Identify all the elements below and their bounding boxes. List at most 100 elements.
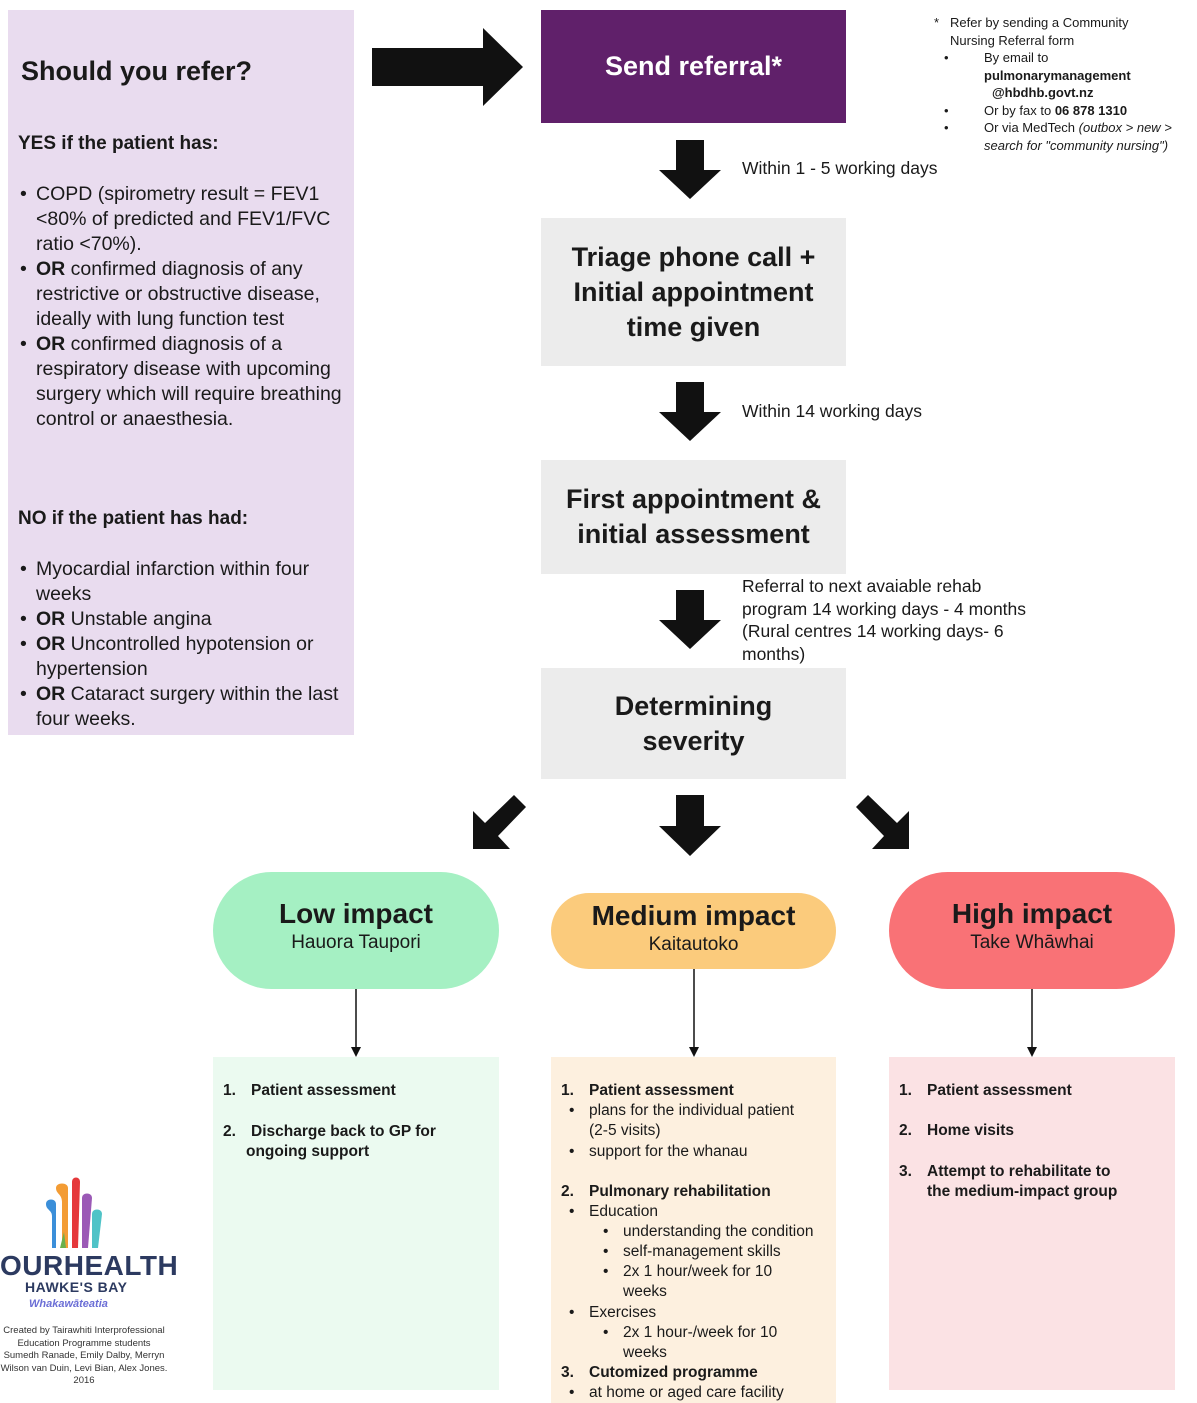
- footnote-medtech-item: Or via MedTech (outbox > new >: [930, 119, 1195, 137]
- yes-criterion: OR confirmed diagnosis of a respiratory …: [16, 332, 348, 432]
- triage-step: Triage phone call + Initial appointment …: [541, 218, 846, 366]
- medium-impact-title: Medium impact: [591, 900, 796, 931]
- yes-criterion: COPD (spirometry result = FEV1 <80% of p…: [16, 182, 348, 257]
- high-step-3: 3.: [899, 1163, 912, 1180]
- high-impact-subtitle: Take Whāwhai: [970, 932, 1094, 953]
- send-referral-step: Send referral*: [541, 10, 846, 123]
- high-step-3-label: the medium-impact group: [927, 1183, 1118, 1200]
- bullet-icon: •: [569, 1143, 575, 1160]
- down-right-arrow-icon: [856, 795, 909, 849]
- ourhealth-wordmark: OURHEALTH: [0, 1250, 179, 1281]
- medium-step-2: 2.: [561, 1183, 574, 1200]
- medium-step-2-detail: 2x 1 hour/week for 10: [623, 1263, 773, 1280]
- medium-step-1-detail: plans for the individual patient: [589, 1102, 795, 1119]
- low-impact-subtitle: Hauora Taupori: [291, 932, 421, 953]
- yes-criteria-heading: YES if the patient has:: [18, 133, 219, 154]
- footnote-email-domain: @hbdhb.govt.nz: [992, 85, 1094, 100]
- timing-note-line: (Rural centres 14 working days- 6: [742, 621, 1004, 641]
- medium-step-2-detail: understanding the condition: [623, 1223, 814, 1240]
- first-appointment-line: First appointment &: [566, 484, 821, 514]
- bullet-icon: •: [569, 1203, 575, 1220]
- medium-step-3-label: Cutomized programme: [589, 1364, 758, 1381]
- referral-footnote: * Refer by sending a Community Nursing R…: [930, 14, 1195, 154]
- logo-tagline: Whakawāteatia: [29, 1298, 108, 1310]
- high-impact-panel: 1. Patient assessment 2. Home visits 3. …: [889, 1057, 1175, 1390]
- medium-step-1-label: Patient assessment: [589, 1082, 734, 1099]
- no-criterion: Myocardial infarction within four weeks: [16, 557, 348, 607]
- footnote-fax-item: Or by fax to 06 878 1310: [930, 102, 1195, 120]
- timing-note-2: Within 14 working days: [742, 401, 922, 421]
- bullet-icon: •: [569, 1384, 575, 1401]
- no-criteria-heading: NO if the patient has had:: [18, 508, 249, 529]
- footnote-email-item: By email to: [930, 49, 1195, 67]
- high-step-1-label: Patient assessment: [927, 1082, 1072, 1099]
- timing-note-line: months): [742, 643, 806, 664]
- bullet-icon: •: [603, 1324, 609, 1341]
- first-appointment-step: First appointment & initial assessment: [541, 460, 846, 574]
- high-step-1: 1.: [899, 1082, 912, 1099]
- triage-line: Triage phone call +: [571, 241, 816, 272]
- medium-impact-panel: 1. Patient assessment • plans for the in…: [551, 1057, 836, 1403]
- right-arrow-icon: [372, 28, 523, 106]
- high-step-2-label: Home visits: [927, 1122, 1015, 1139]
- referral-question-heading: Should you refer?: [21, 56, 253, 86]
- connector-arrow-icon: [689, 969, 699, 1057]
- timing-note-3: Referral to next avaiable rehab program …: [742, 575, 1026, 665]
- medium-impact-subtitle: Kaitautoko: [648, 934, 739, 955]
- medium-step-2-detail: Exercises: [589, 1304, 657, 1321]
- down-arrow-icon: [659, 795, 721, 856]
- low-impact-panel: 1. Patient assessment 2. Discharge back …: [213, 1057, 499, 1390]
- bullet-icon: •: [569, 1102, 575, 1119]
- severity-line: severity: [642, 725, 745, 756]
- down-left-arrow-icon: [473, 795, 526, 849]
- high-impact-title: High impact: [951, 898, 1113, 929]
- low-step-2-label: Discharge back to GP for: [251, 1123, 436, 1140]
- medium-step-1: 1.: [561, 1082, 574, 1099]
- low-step-1-label: Patient assessment: [251, 1082, 396, 1099]
- medium-impact-pill: Medium impact Kaitautoko: [551, 893, 836, 969]
- bullet-icon: •: [603, 1243, 609, 1260]
- credit-text: Created by Tairawhiti Interprofessional …: [0, 1325, 168, 1386]
- down-arrow-icon: [659, 590, 721, 649]
- triage-line: Initial appointment: [573, 276, 814, 307]
- medium-step-1-detail: support for the whanau: [589, 1143, 748, 1160]
- medium-step-2-detail: weeks: [623, 1283, 667, 1300]
- down-arrow-icon: [659, 140, 721, 199]
- hawkes-bay-label: HAWKE'S BAY: [25, 1279, 128, 1295]
- high-step-3-label: Attempt to rehabilitate to: [927, 1163, 1111, 1180]
- no-criterion: OR Unstable angina: [16, 607, 348, 632]
- medium-step-2-label: Pulmonary rehabilitation: [589, 1183, 771, 1200]
- down-arrow-icon: [659, 382, 721, 441]
- footnote-text: Nursing Referral form: [950, 32, 1075, 48]
- bullet-icon: •: [603, 1223, 609, 1240]
- footnote-medtech-path: search for "community nursing"): [984, 137, 1169, 153]
- timing-note-line: Referral to next avaiable rehab: [742, 576, 982, 596]
- medium-step-2-detail: self-management skills: [623, 1243, 781, 1260]
- low-step-2-label: ongoing support: [246, 1143, 370, 1160]
- footnote-text: Refer by sending a Community: [950, 15, 1129, 30]
- medium-step-2-detail: weeks: [623, 1344, 667, 1361]
- low-impact-title: Low impact: [278, 898, 433, 929]
- no-criterion: OR Uncontrolled hypotension or hypertens…: [16, 632, 348, 682]
- yes-criteria-list: COPD (spirometry result = FEV1 <80% of p…: [16, 182, 348, 432]
- bullet-icon: •: [603, 1263, 609, 1280]
- high-step-2: 2.: [899, 1122, 912, 1139]
- connector-arrow-icon: [1027, 989, 1037, 1057]
- determining-severity-step: Determining severity: [541, 668, 846, 779]
- bullet-icon: •: [569, 1304, 575, 1321]
- no-criteria-list: Myocardial infarction within four weeks …: [16, 557, 348, 732]
- connector-arrow-icon: [351, 989, 361, 1057]
- ourhealth-logo-icon: [46, 1177, 102, 1248]
- medium-step-3: 3.: [561, 1364, 574, 1381]
- footnote-email-user: pulmonarymanagement: [984, 67, 1131, 83]
- first-appointment-line: initial assessment: [577, 519, 810, 549]
- no-criterion: OR Cataract surgery within the last four…: [16, 682, 348, 732]
- send-referral-label: Send referral*: [604, 51, 783, 81]
- referral-criteria-panel: Should you refer? YES if the patient has…: [8, 10, 354, 735]
- yes-criterion: OR confirmed diagnosis of any restrictiv…: [16, 257, 348, 332]
- triage-line: time given: [626, 311, 761, 342]
- low-impact-pill: Low impact Hauora Taupori: [213, 872, 499, 989]
- high-impact-pill: High impact Take Whāwhai: [889, 872, 1175, 989]
- footnote-marker: *: [934, 15, 940, 30]
- timing-note-1: Within 1 - 5 working days: [742, 158, 938, 178]
